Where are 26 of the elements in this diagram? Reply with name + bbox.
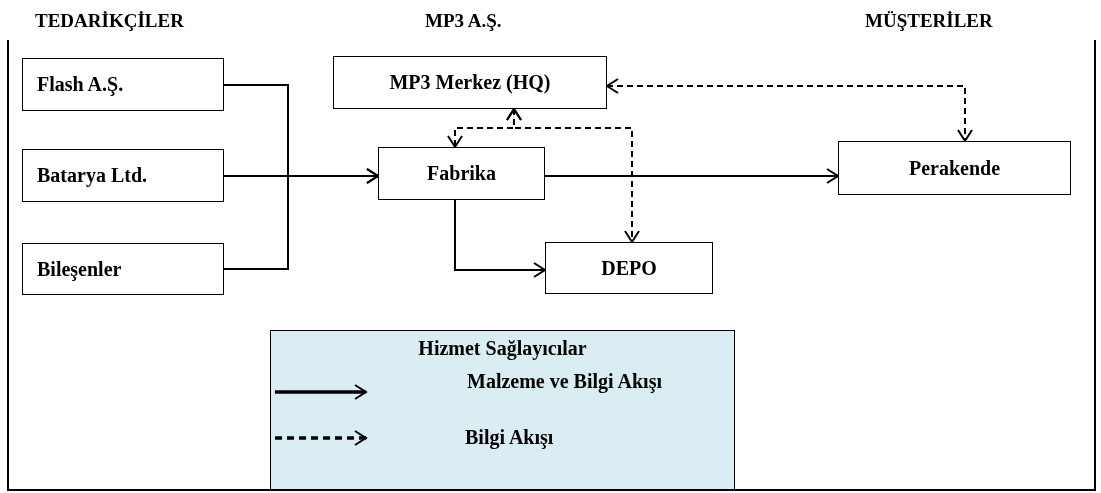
dashed-arrow <box>506 108 640 243</box>
node-label: MP3 Merkez (HQ) <box>389 71 551 94</box>
arrow <box>454 199 546 278</box>
supplier-box <box>22 149 224 202</box>
node-label: Bileşenler <box>37 257 122 281</box>
supplier-box <box>22 243 224 295</box>
process-box <box>333 56 607 109</box>
node-label: Perakende <box>908 156 1001 180</box>
column-heading: MP3 A.Ş. <box>425 10 502 32</box>
legend-panel <box>270 330 735 490</box>
column-heading: MÜŞTERİLER <box>865 10 993 32</box>
column-heading: TEDARİKÇİLER <box>35 10 184 32</box>
node-label: Batarya Ltd. <box>37 164 147 187</box>
process-box <box>545 242 713 294</box>
node-label: Fabrika <box>427 162 496 185</box>
node-label: Flash A.Ş. <box>37 73 124 96</box>
process-box <box>378 147 545 200</box>
dashed-arrow <box>606 78 973 142</box>
process-box <box>838 141 1071 195</box>
legend-label: Malzeme ve Bilgi Akışı <box>467 370 662 393</box>
legend-label: Bilgi Akışı <box>465 426 554 449</box>
node-label: DEPO <box>601 256 657 280</box>
supplier-box <box>22 58 224 111</box>
arrow <box>544 168 839 184</box>
panel-heading: Hizmet Sağlayıcılar <box>418 337 587 360</box>
arrow <box>223 168 379 270</box>
